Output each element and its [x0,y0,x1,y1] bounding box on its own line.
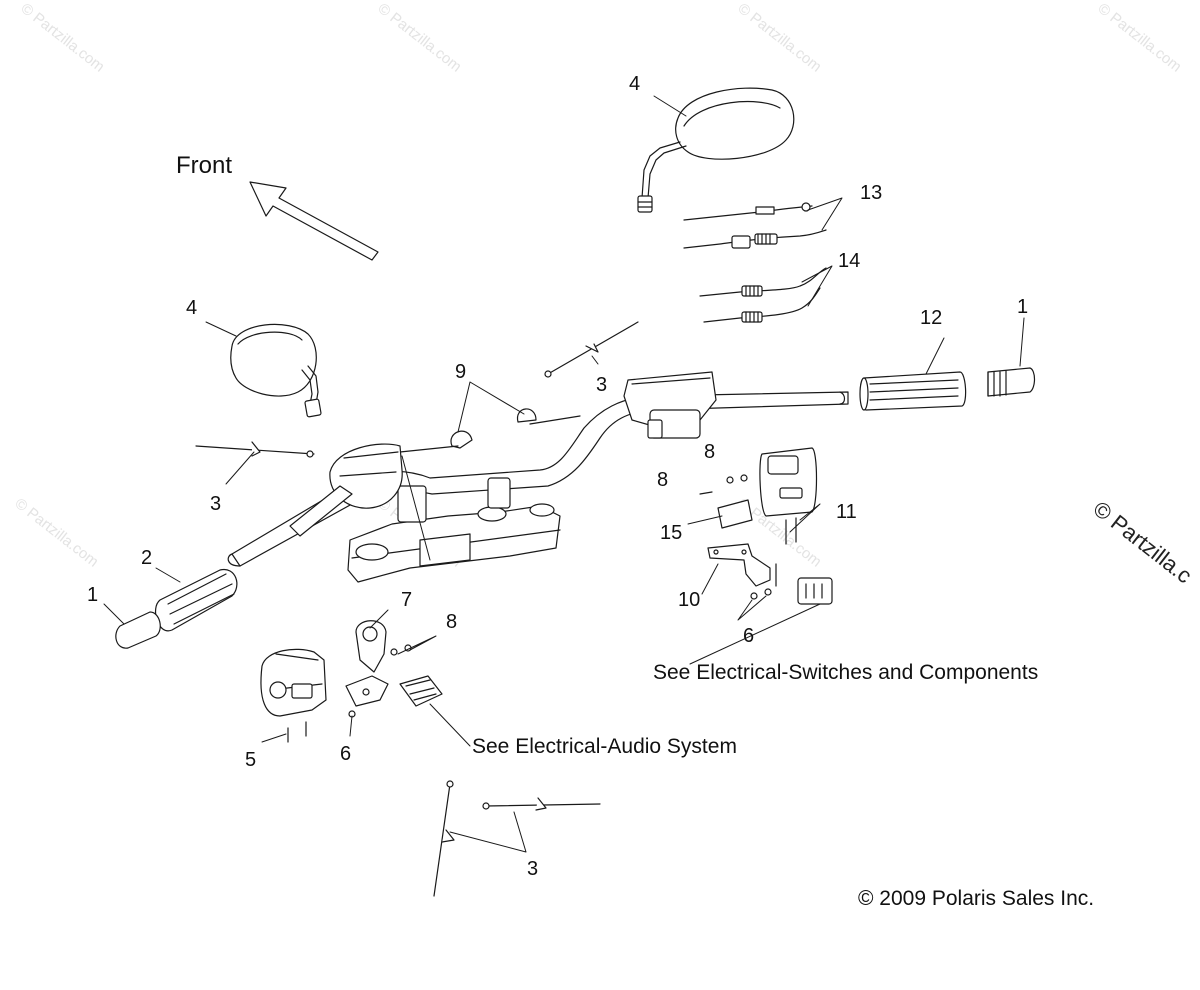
callout-label-11: 11 [836,501,857,523]
switch-bracket [345,675,389,718]
cable-clamp [399,408,581,453]
switches-reference-note: See Electrical-Switches and Components [653,661,1039,684]
callout-label-3: 3 [527,858,539,880]
mount-bracket [355,620,387,673]
audio-switch-pad [399,675,443,707]
callout-label-1: 1 [87,584,99,606]
callout-label-6: 6 [340,743,352,765]
copyright-notice: © 2009 Polaris Sales Inc. [858,887,1095,910]
wire-tie [544,321,639,378]
master-cylinder [623,371,717,439]
wire-tie [482,797,601,811]
callout-label-3: 3 [596,374,608,396]
mirror-right [637,87,795,213]
callout-label-15: 15 [660,522,683,544]
callout-label-4: 4 [629,73,641,95]
handlebar-clamp [347,477,561,583]
mirror-left [230,323,322,418]
callout-label-8: 8 [657,469,669,491]
right-switch-housing [759,447,818,545]
callout-label-13: 13 [860,182,883,204]
audio-reference-note: See Electrical-Audio System [472,735,737,758]
bar-end-right [987,367,1036,397]
callout-label-8: 8 [446,611,458,633]
front-arrow-icon [249,181,379,261]
leader-lines [103,95,1025,853]
throttle-cables [683,202,827,249]
callout-label-6: 6 [743,625,755,647]
left-grip [155,568,238,632]
left-control-housing [289,443,403,537]
callout-label-14: 14 [838,250,861,272]
switch-bracket-15 [717,499,753,529]
horn-switch-pad [797,577,833,605]
callout-label-4: 4 [186,297,198,319]
callout-label-3: 3 [210,493,222,515]
right-grip [859,371,967,411]
wire-tie [433,780,455,897]
callout-label-5: 5 [245,749,257,771]
bar-end-left [115,611,161,649]
callout-label-1: 1 [1017,296,1029,318]
switch-bracket-10 [707,543,771,587]
callout-label-12: 12 [920,307,943,329]
front-direction-label: Front [176,152,233,179]
callout-label-7: 7 [401,589,413,611]
left-switch-housing [260,648,327,743]
callout-label-10: 10 [678,589,701,611]
wire-tie [195,441,315,458]
handlebar [227,391,849,567]
callout-label-9: 9 [455,361,467,383]
brake-cables [699,267,827,323]
callout-label-2: 2 [141,547,153,569]
callout-label-8: 8 [704,441,716,463]
